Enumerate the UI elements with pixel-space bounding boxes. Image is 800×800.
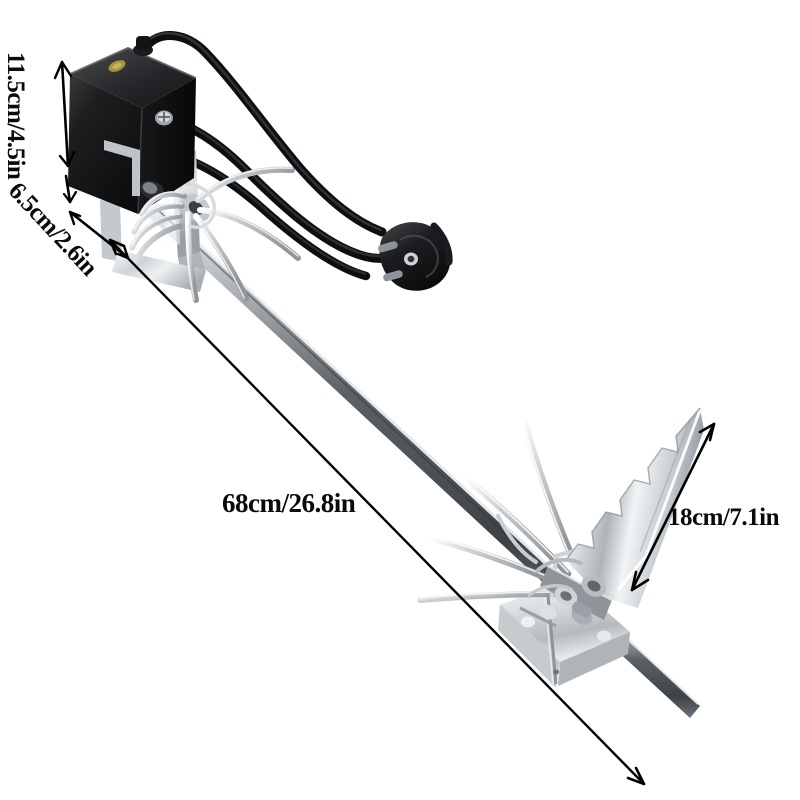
- left-fork: [129, 166, 301, 303]
- left-fork-tines: [129, 191, 187, 265]
- serrated-blade: [565, 407, 704, 608]
- height-arrow: [53, 60, 76, 168]
- motor-screw: [155, 110, 173, 126]
- blade-length-dimension: 18cm/7.1in: [668, 504, 779, 531]
- length-arrow: [108, 238, 646, 786]
- motor-housing: [68, 36, 197, 215]
- motor-height-dimension: 11.5cm/4.5in: [2, 52, 29, 180]
- blade-arrow: [630, 422, 716, 592]
- clamp-assembly: [519, 557, 613, 642]
- spit-length-dimension: 68cm/26.8in: [222, 488, 356, 518]
- plug-pins: [378, 241, 403, 282]
- clamp-thumbscrews: [539, 575, 607, 625]
- power-plug: [378, 222, 453, 291]
- dimension-arrows: [53, 60, 716, 786]
- cable-gland: [133, 36, 153, 56]
